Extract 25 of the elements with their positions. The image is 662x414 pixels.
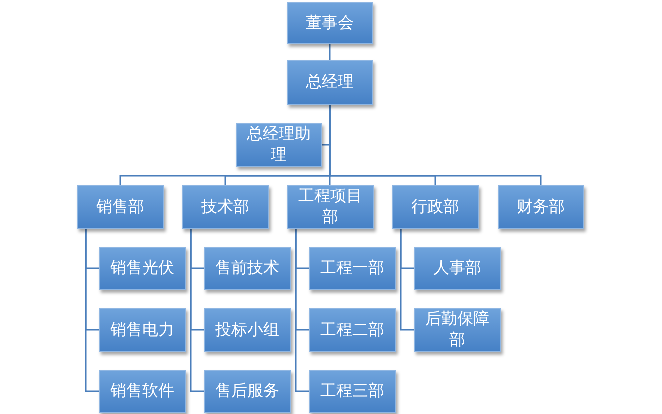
org-unit-box: 总经理助理	[236, 123, 322, 167]
org-unit-box: 销售软件	[99, 370, 186, 413]
org-unit-box: 财务部	[498, 185, 584, 229]
connector-line	[329, 105, 542, 185]
org-unit-box: 销售部	[77, 185, 164, 229]
org-unit-box: 售前技术	[204, 247, 291, 290]
connector-line	[85, 229, 99, 392]
org-unit-box: 人事部	[414, 247, 501, 290]
connector-line	[295, 229, 309, 392]
org-unit-box: 技术部	[182, 185, 269, 229]
connector-line	[400, 229, 414, 331]
org-unit-box: 销售光伏	[99, 247, 186, 290]
org-unit-box: 总经理	[287, 60, 373, 105]
org-unit-box: 工程项目部	[287, 185, 374, 229]
org-unit-box: 工程三部	[309, 370, 396, 413]
connector-line	[190, 229, 204, 392]
org-unit-box: 投标小组	[204, 308, 291, 352]
org-unit-box: 董事会	[287, 2, 373, 44]
org-unit-box: 售后服务	[204, 370, 291, 413]
org-unit-box: 销售电力	[99, 308, 186, 352]
org-unit-box: 工程二部	[309, 308, 396, 352]
org-unit-box: 工程一部	[309, 247, 396, 290]
org-unit-box: 行政部	[392, 185, 479, 229]
connector-line	[329, 44, 331, 60]
org-unit-box: 后勤保障部	[414, 308, 501, 352]
